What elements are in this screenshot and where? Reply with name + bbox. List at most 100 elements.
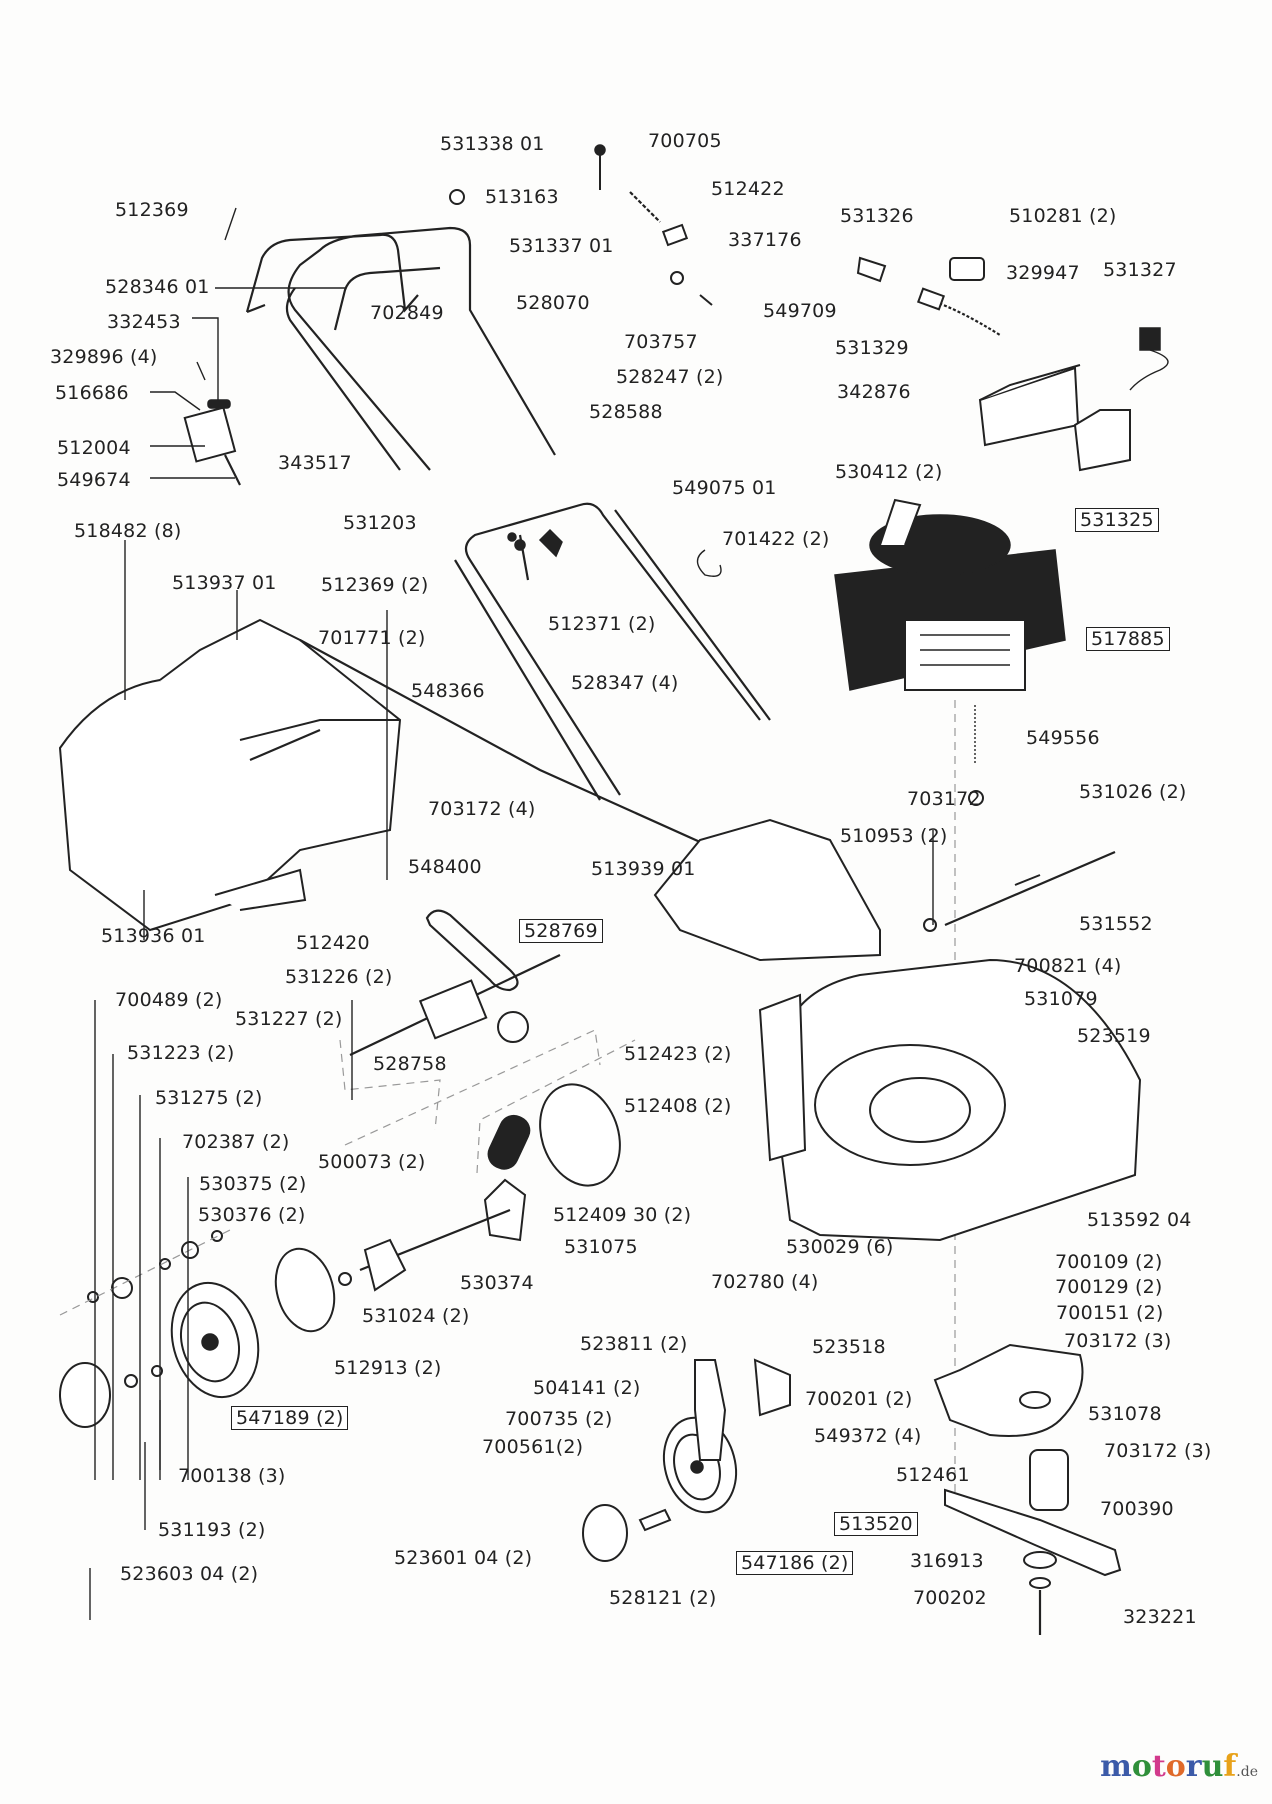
part-label: 700705 [648, 130, 722, 152]
part-label: 531329 [835, 337, 909, 359]
switch-block [183, 406, 237, 463]
part-label: 531203 [343, 512, 417, 534]
part-label: 512408 (2) [624, 1095, 732, 1117]
part-label: 548400 [408, 856, 482, 878]
part-label: 510281 (2) [1009, 205, 1117, 227]
part-label: 549674 [57, 469, 131, 491]
part-label: 530376 (2) [198, 1204, 306, 1226]
part-label: 531337 01 [509, 235, 614, 257]
part-label-boxed: 517885 [1086, 627, 1170, 651]
part-label: 523519 [1077, 1025, 1151, 1047]
height-adjust-pedal [487, 1114, 531, 1170]
part-label: 702387 (2) [182, 1131, 290, 1153]
part-label: 549709 [763, 300, 837, 322]
belt [425, 909, 519, 992]
part-label: 530375 (2) [199, 1173, 307, 1195]
part-label: 512461 [896, 1464, 970, 1486]
part-label: 531075 [564, 1236, 638, 1258]
logo-suffix: .de [1236, 1764, 1258, 1780]
part-label: 528121 (2) [609, 1587, 717, 1609]
gearbox [418, 979, 488, 1040]
part-label: 703172 [907, 788, 981, 810]
part-label: 700151 (2) [1056, 1302, 1164, 1324]
logo-letter: o [1165, 1749, 1186, 1784]
part-label: 504141 (2) [533, 1377, 641, 1399]
part-label: 513592 04 [1087, 1209, 1192, 1231]
part-label: 329896 (4) [50, 346, 158, 368]
part-label: 512004 [57, 437, 131, 459]
part-label: 329947 [1006, 262, 1080, 284]
part-label: 530374 [460, 1272, 534, 1294]
part-label: 531193 (2) [158, 1519, 266, 1541]
logo-letter: o [1131, 1749, 1152, 1784]
part-label: 523518 [812, 1336, 886, 1358]
part-label: 549372 (4) [814, 1425, 922, 1447]
part-label: 700821 (4) [1014, 955, 1122, 977]
logo-letter: f [1223, 1749, 1237, 1784]
blade-hub [1029, 1449, 1069, 1511]
part-label: 531079 [1024, 988, 1098, 1010]
part-label: 703172 (4) [428, 798, 536, 820]
part-label: 531223 (2) [127, 1042, 235, 1064]
part-label: 702780 (4) [711, 1271, 819, 1293]
part-label: 549075 01 [672, 477, 777, 499]
logo-letter: t [1151, 1749, 1166, 1784]
grass-catcher [58, 618, 402, 932]
part-label: 500073 (2) [318, 1151, 426, 1173]
main-handle [287, 226, 556, 471]
part-label: 701422 (2) [722, 528, 830, 550]
part-label: 512423 (2) [624, 1043, 732, 1065]
part-label: 531024 (2) [362, 1305, 470, 1327]
part-label: 523603 04 (2) [120, 1563, 259, 1585]
part-label: 700138 (3) [178, 1465, 286, 1487]
logo-letter: m [1100, 1749, 1132, 1784]
part-label: 513936 01 [101, 925, 206, 947]
part-label: 513937 01 [172, 572, 277, 594]
blade [944, 1488, 1122, 1577]
upper-handle-bar [245, 233, 419, 313]
part-label: 531078 [1088, 1403, 1162, 1425]
front-hubcap [582, 1504, 628, 1562]
part-label: 528247 (2) [616, 366, 724, 388]
part-label: 700489 (2) [115, 989, 223, 1011]
part-label-boxed: 547189 (2) [231, 1406, 349, 1430]
rear-wheel [170, 1281, 260, 1399]
part-label: 516686 [55, 382, 129, 404]
logo-letter: u [1201, 1749, 1224, 1784]
part-label-boxed: 531325 [1075, 508, 1159, 532]
part-label: 528758 [373, 1053, 447, 1075]
part-label: 700129 (2) [1055, 1276, 1163, 1298]
part-label: 703757 [624, 331, 698, 353]
part-label: 316913 [910, 1550, 984, 1572]
part-label: 702849 [370, 302, 444, 324]
part-label: 531338 01 [440, 133, 545, 155]
washer-513163 [449, 189, 465, 205]
part-label: 512369 (2) [321, 574, 429, 596]
part-label: 523811 (2) [580, 1333, 688, 1355]
charger-plug [1139, 327, 1161, 351]
engine [834, 498, 1066, 691]
cover-disc [539, 1083, 621, 1187]
part-label: 700561(2) [482, 1436, 584, 1458]
part-label: 548366 [411, 680, 485, 702]
part-label: 523601 04 (2) [394, 1547, 533, 1569]
part-label: 512913 (2) [334, 1357, 442, 1379]
part-label-boxed: 528769 [519, 919, 603, 943]
part-label: 528070 [516, 292, 590, 314]
part-label: 332453 [107, 311, 181, 333]
part-label: 530412 (2) [835, 461, 943, 483]
part-label: 337176 [728, 229, 802, 251]
deflector [653, 818, 881, 962]
part-label: 528347 (4) [571, 672, 679, 694]
part-label: 512422 [711, 178, 785, 200]
rear-hubcap [59, 1362, 111, 1428]
part-label: 513939 01 [591, 858, 696, 880]
part-label: 700109 (2) [1055, 1251, 1163, 1273]
part-label: 700390 [1100, 1498, 1174, 1520]
part-label-boxed: 547186 (2) [736, 1551, 854, 1575]
part-label: 531226 (2) [285, 966, 393, 988]
lower-handle [464, 502, 761, 796]
part-label: 512371 (2) [548, 613, 656, 635]
cutter-deck [758, 958, 1142, 1242]
